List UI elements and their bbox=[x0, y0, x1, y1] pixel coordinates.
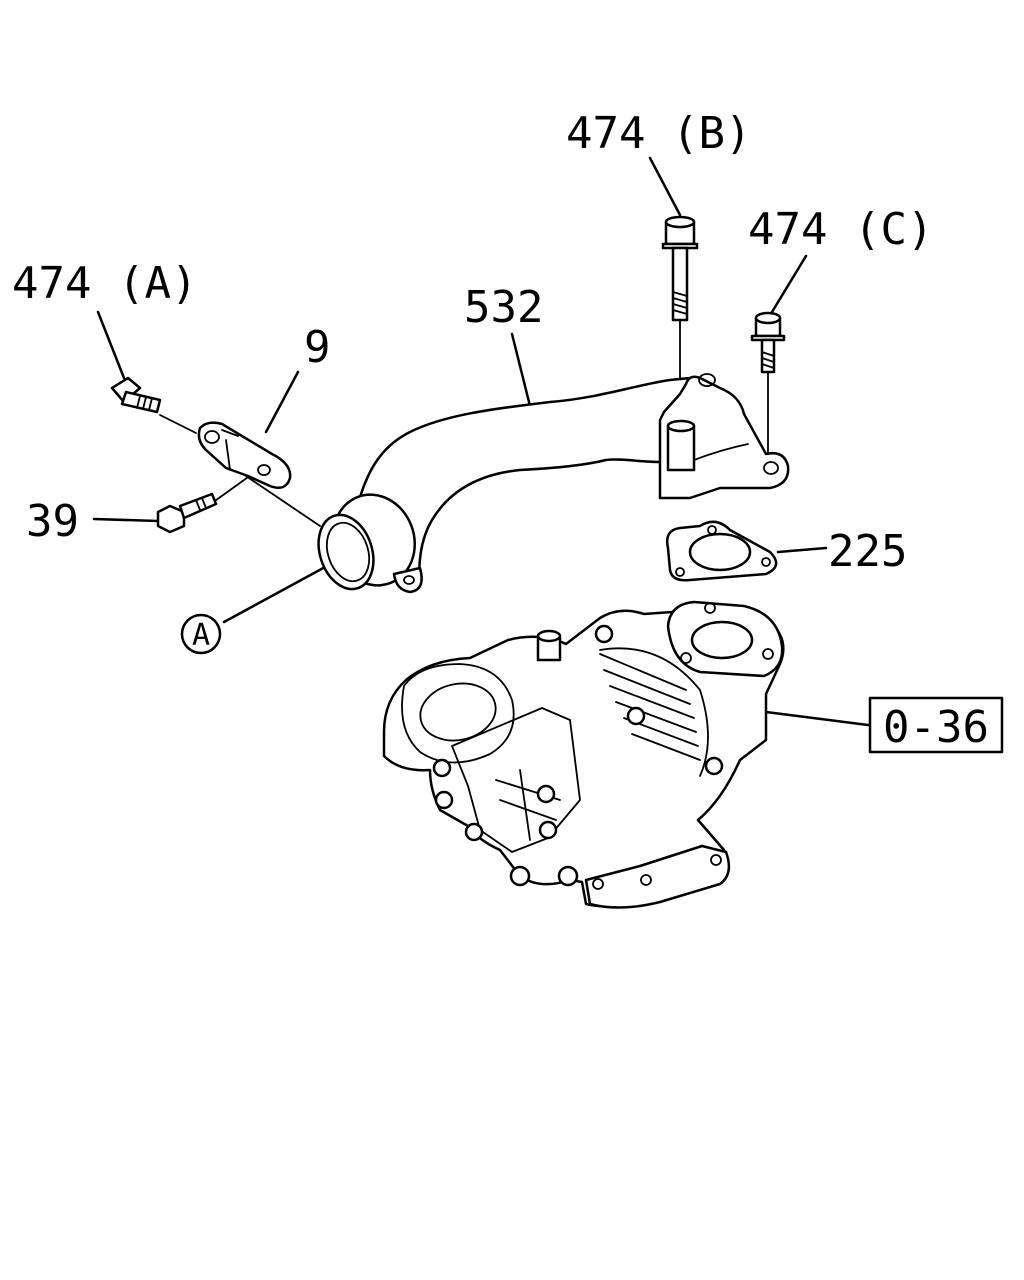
label-474-a: 474 (A) bbox=[12, 258, 197, 309]
label-474-b: 474 (B) bbox=[566, 108, 751, 159]
turbocharger-reference-box: 0-36 bbox=[868, 696, 1004, 754]
turbocharger-assembly[interactable] bbox=[382, 600, 785, 909]
reference-marker-a-text: A bbox=[192, 618, 210, 653]
turbocharger-reference-text: 0-36 bbox=[883, 702, 989, 753]
gasket-225[interactable] bbox=[666, 520, 778, 582]
bracket-9[interactable] bbox=[197, 421, 292, 489]
pipe-532[interactable] bbox=[310, 373, 790, 597]
bolt-474-b[interactable] bbox=[661, 215, 699, 322]
bolt-39[interactable] bbox=[156, 492, 218, 534]
label-532: 532 bbox=[464, 282, 543, 333]
label-9: 9 bbox=[304, 322, 331, 373]
label-474-c: 474 (C) bbox=[748, 204, 933, 255]
label-225: 225 bbox=[828, 526, 907, 577]
bolt-474-a[interactable] bbox=[110, 376, 162, 414]
reference-marker-a: A bbox=[180, 613, 222, 655]
label-39: 39 bbox=[26, 496, 79, 547]
bolt-474-c[interactable] bbox=[750, 311, 786, 374]
